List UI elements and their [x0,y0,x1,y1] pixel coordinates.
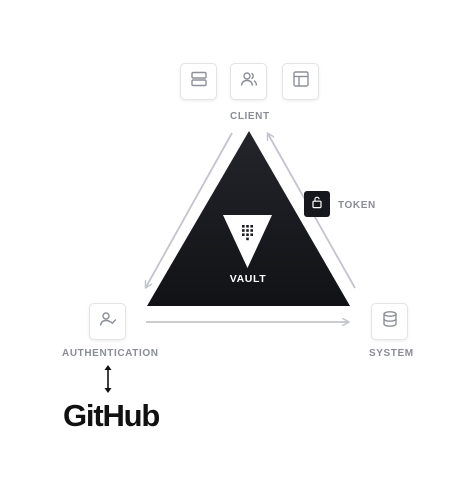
client-to-authentication-arrow [146,132,233,287]
client-label: CLIENT [230,111,270,122]
authentication-label: AUTHENTICATION [62,348,159,359]
unlock-icon [309,194,325,215]
server-icon [189,69,209,94]
database-icon [380,309,400,334]
github-logo: GitHub [63,398,160,433]
client-layout-box [282,63,319,100]
token-label: TOKEN [338,200,376,211]
users-icon [239,69,259,94]
client-users-box [230,63,267,100]
token-box [304,191,330,217]
vault-logo-icon [223,215,272,268]
client-server-box [180,63,217,100]
system-label: SYSTEM [369,348,414,359]
user-check-icon [98,309,118,334]
vault-label: VAULT [230,273,266,285]
system-box [371,303,408,340]
layout-icon [291,69,311,94]
authentication-github-arrow [104,365,112,393]
authentication-box [89,303,126,340]
